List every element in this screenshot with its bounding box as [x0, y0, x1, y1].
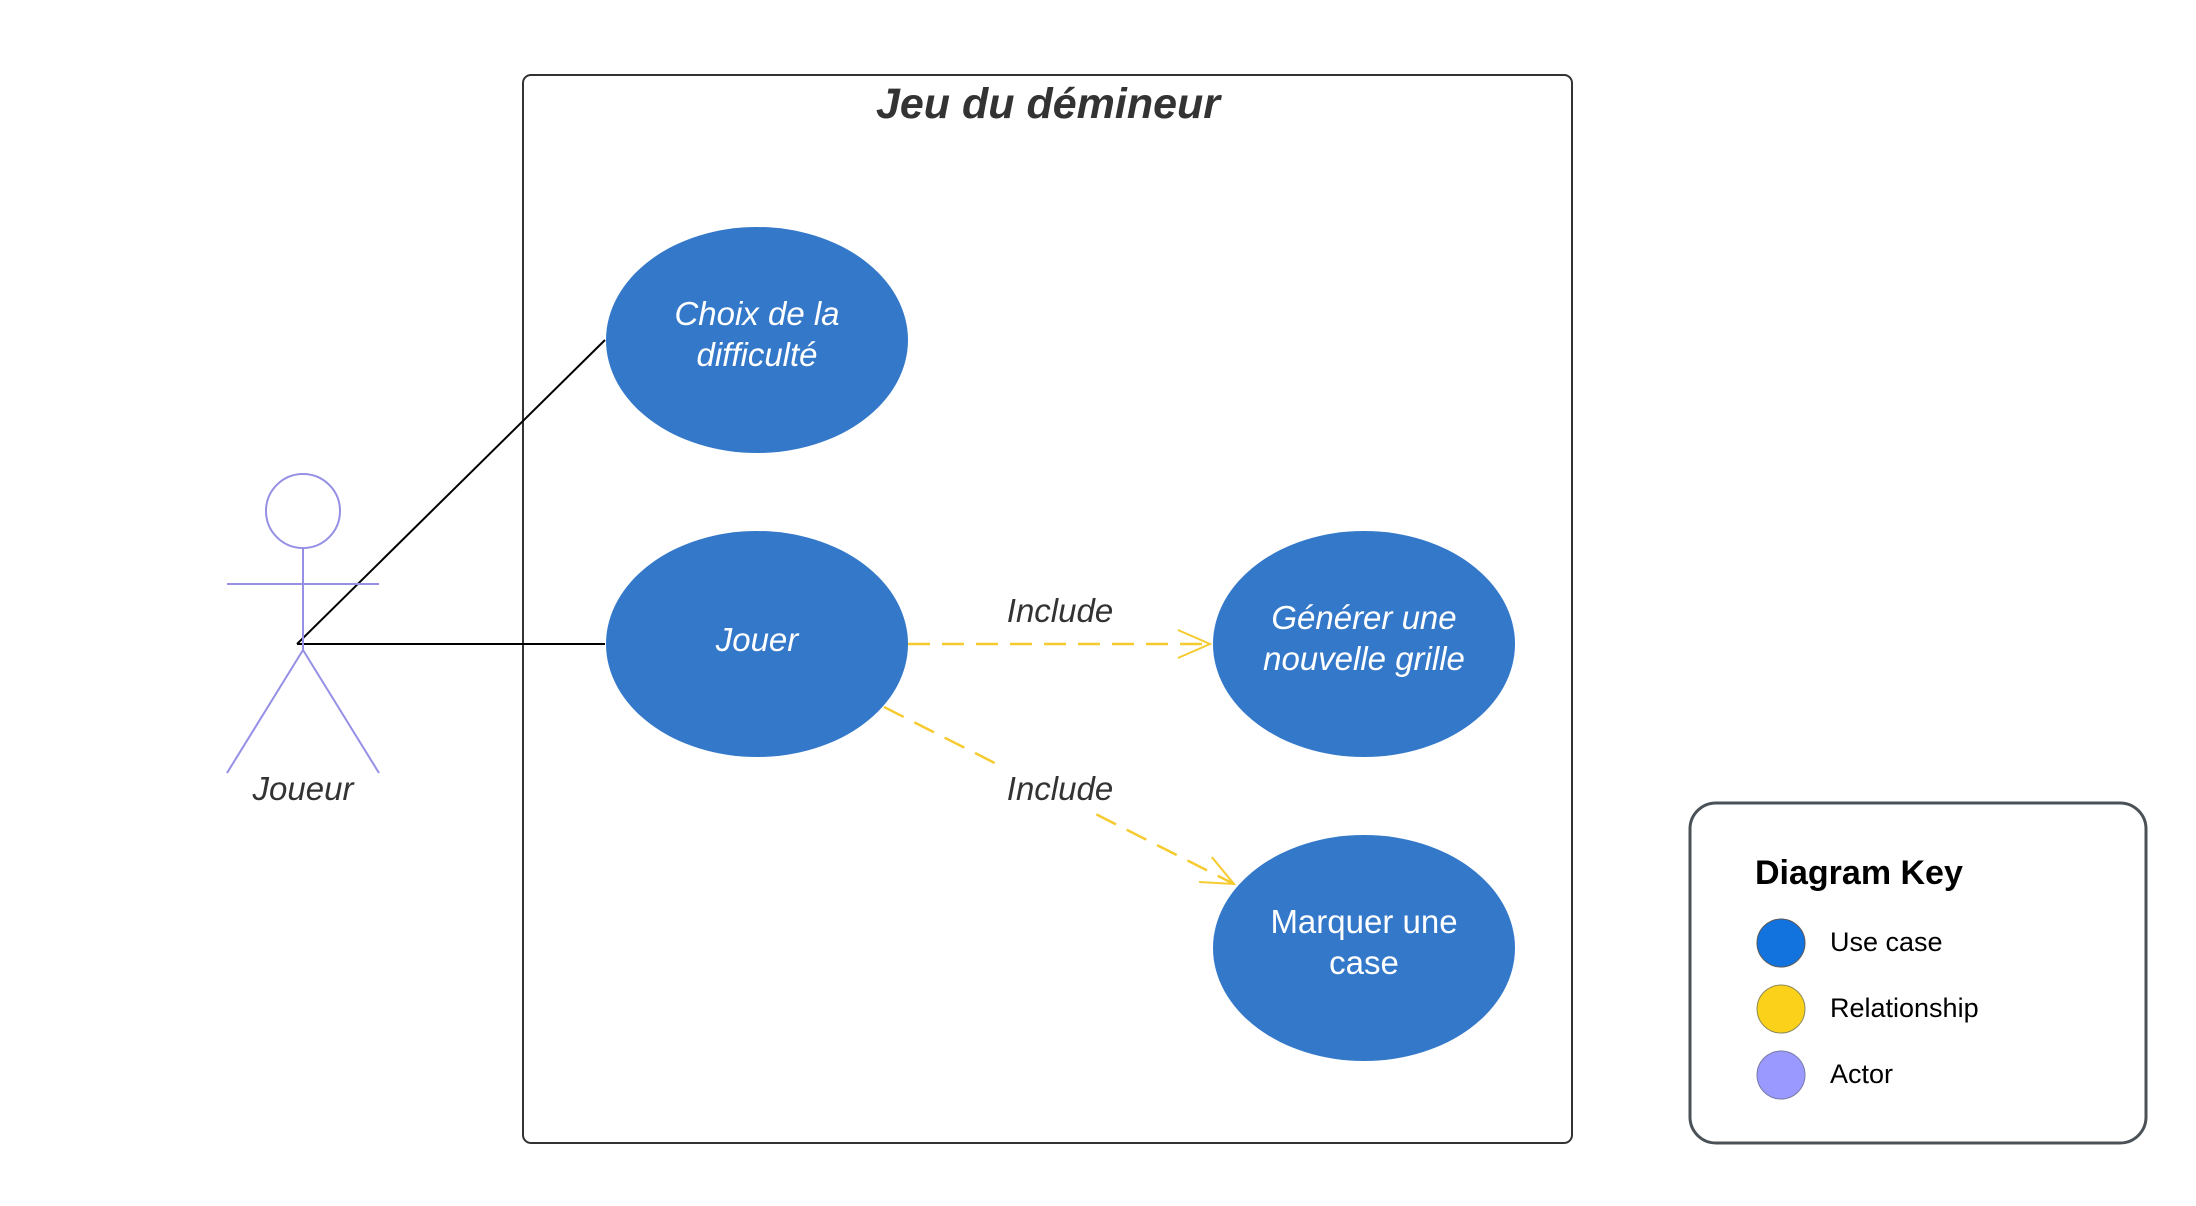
key-label-actor: Actor — [1830, 1059, 1893, 1089]
diagram-key-box — [1688, 801, 2148, 1145]
actor-joueur[interactable]: Joueur — [226, 473, 380, 807]
use-case-marquer-case[interactable]: Marquer une case — [1213, 835, 1515, 1061]
actor-name: Joueur — [252, 770, 356, 807]
use-case-jouer[interactable]: Jouer — [606, 531, 908, 757]
include-label-marquer: Include — [1007, 770, 1113, 807]
include-label-bg-generer — [994, 588, 1126, 632]
use-case-marquer-label-line2: case — [1329, 944, 1399, 981]
key-swatch-relationship — [1756, 984, 1806, 1034]
use-case-choix-label-line2: difficulté — [696, 336, 817, 373]
key-label-relationship: Relationship — [1830, 993, 1979, 1023]
use-case-choix-shape[interactable] — [606, 227, 908, 453]
use-case-jouer-shape[interactable] — [606, 531, 908, 757]
actor-left-leg — [226, 649, 304, 774]
association-line-choix[interactable] — [296, 339, 606, 645]
use-case-choix-difficulte[interactable]: Choix de la difficulté — [606, 227, 908, 453]
system-title: Jeu du démineur — [876, 80, 1222, 128]
include-label-generer: Include — [1007, 592, 1113, 629]
key-label-use-case: Use case — [1830, 927, 1943, 957]
actor-right-leg — [302, 649, 380, 774]
include-line-marquer[interactable] — [883, 705, 1237, 886]
key-swatch-actor — [1756, 1050, 1806, 1100]
use-case-marquer-shape[interactable] — [1213, 835, 1515, 1061]
use-case-marquer-label-line1: Marquer une — [1270, 903, 1457, 940]
diagram-key-title: Diagram Key — [1755, 854, 1963, 892]
use-case-choix-label-line1: Choix de la — [674, 295, 839, 332]
actor-head — [265, 473, 341, 549]
include-label-bg-marquer — [994, 766, 1126, 810]
key-swatch-use-case — [1756, 918, 1806, 968]
use-case-jouer-label: Jouer — [715, 621, 801, 658]
use-case-generer-grille[interactable]: Générer une nouvelle grille — [1213, 531, 1515, 757]
diagram-key: Diagram Key Use case Relationship Actor — [1688, 801, 2148, 1145]
use-case-generer-shape[interactable] — [1213, 531, 1515, 757]
use-case-generer-label-line2: nouvelle grille — [1263, 640, 1465, 677]
use-case-generer-label-line1: Générer une — [1271, 599, 1456, 636]
